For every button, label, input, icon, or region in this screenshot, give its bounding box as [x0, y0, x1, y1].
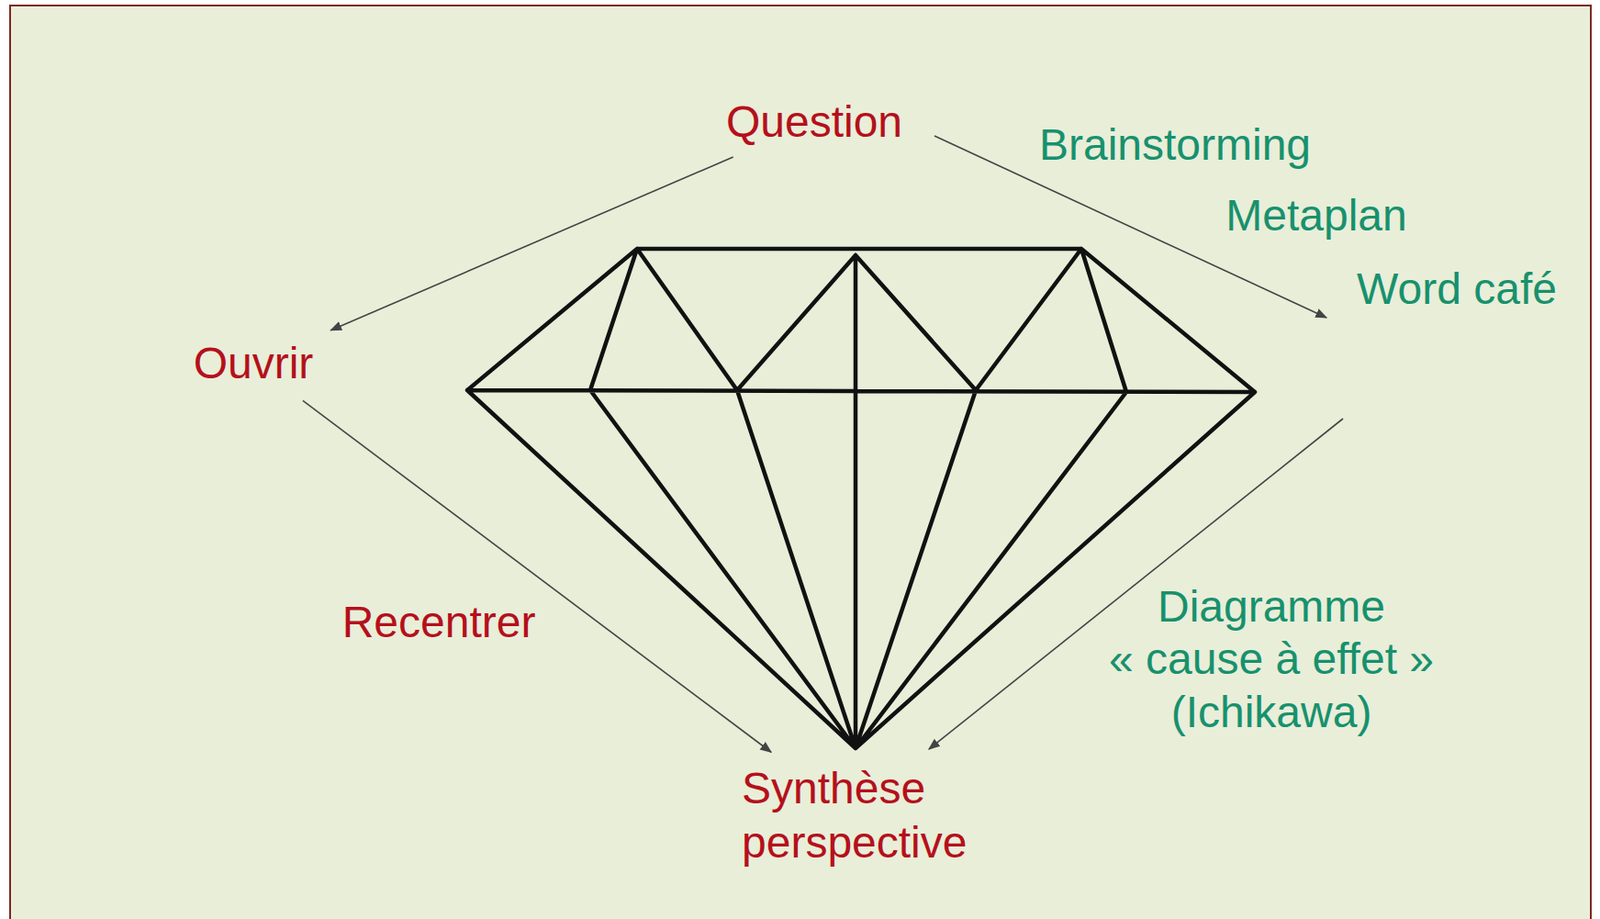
method-label: Diagramme « cause à effet » (Ichikawa): [1092, 580, 1451, 739]
step-text: Synthèse perspective: [741, 761, 972, 870]
method-label: Brainstorming: [1039, 118, 1311, 172]
method-label: Word café: [1356, 262, 1557, 316]
flow-arrow: [302, 400, 772, 752]
step-node: Question: [718, 91, 910, 154]
step-node: Synthèse perspective: [734, 758, 979, 873]
step-node: Ouvrir: [186, 333, 322, 395]
step-text: Ouvrir: [193, 336, 314, 392]
step-label: Recentrer: [342, 595, 537, 650]
method-label: Metaplan: [1225, 189, 1407, 243]
step-text: Question: [726, 95, 903, 150]
flow-arrow: [330, 156, 733, 331]
slide-frame: [10, 5, 1591, 919]
